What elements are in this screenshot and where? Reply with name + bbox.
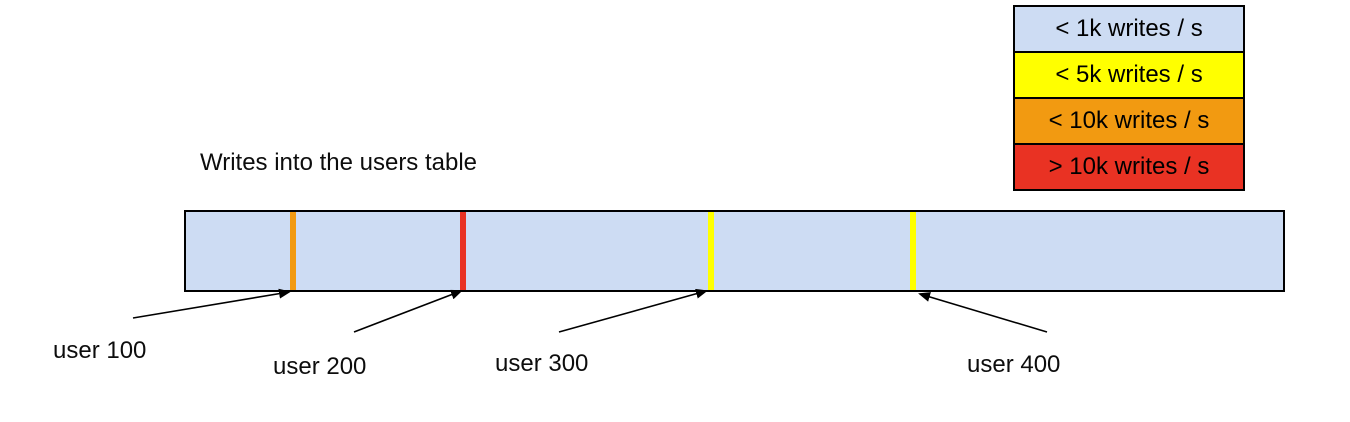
hotspot-marker-user-100 bbox=[290, 212, 296, 290]
hotspot-marker-user-400 bbox=[910, 212, 916, 290]
hotspot-marker-user-300 bbox=[708, 212, 714, 290]
legend-item-gt-10k: > 10k writes / s bbox=[1013, 143, 1245, 191]
arrow-user-400 bbox=[918, 292, 1048, 333]
arrow-user-300 bbox=[558, 288, 708, 333]
user-label-100: user 100 bbox=[53, 337, 147, 364]
diagram-title: Writes into the users table bbox=[200, 149, 478, 176]
legend-item-lt-10k: < 10k writes / s bbox=[1013, 97, 1245, 145]
legend-item-lt-5k: < 5k writes / s bbox=[1013, 51, 1245, 99]
hotspot-marker-user-200 bbox=[460, 212, 466, 290]
legend-item-lt-1k: < 1k writes / s bbox=[1013, 5, 1245, 53]
users-table-bar bbox=[184, 210, 1285, 292]
arrow-user-100 bbox=[132, 288, 291, 319]
legend: < 1k writes / s < 5k writes / s < 10k wr… bbox=[1013, 5, 1245, 191]
arrow-user-200 bbox=[353, 289, 463, 333]
user-label-200: user 200 bbox=[273, 353, 367, 380]
user-label-300: user 300 bbox=[495, 350, 589, 377]
user-label-400: user 400 bbox=[967, 351, 1061, 378]
